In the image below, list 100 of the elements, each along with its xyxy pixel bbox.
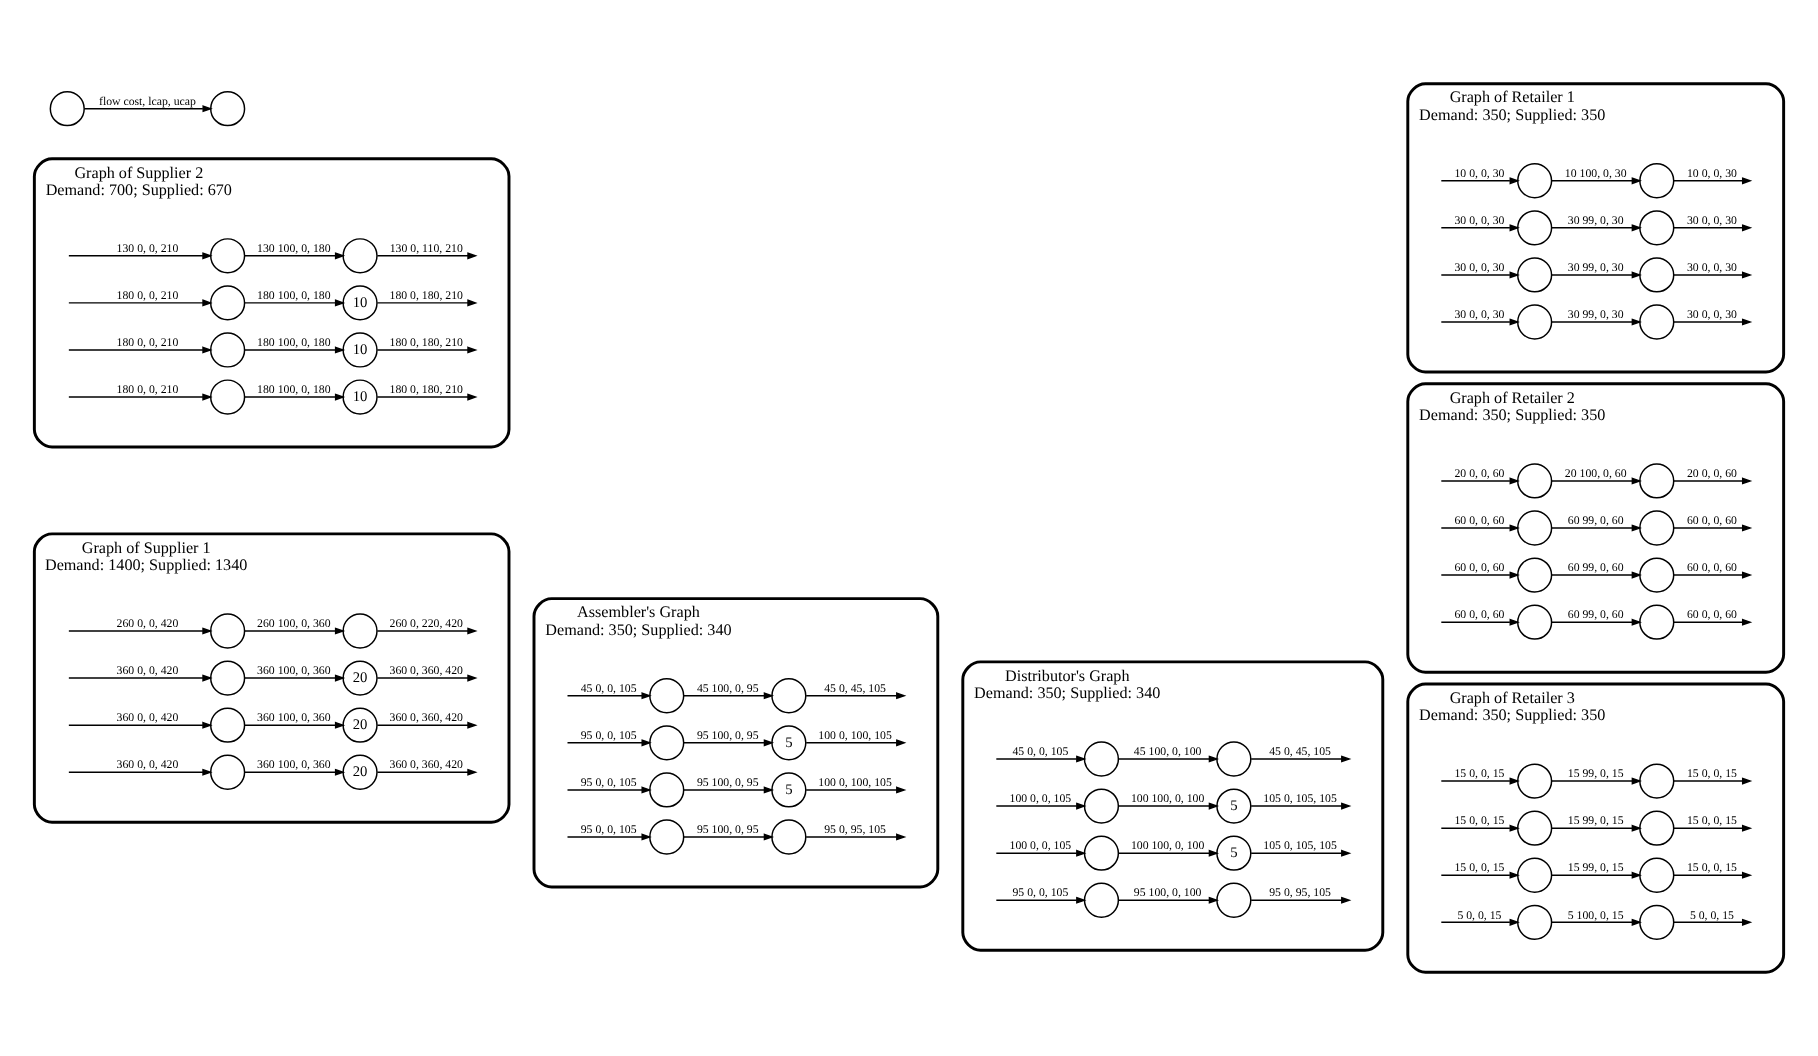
- node-circle: [1083, 741, 1120, 777]
- node-circle: [210, 613, 246, 649]
- node-circle: [1517, 257, 1553, 293]
- node-circle: [1517, 904, 1553, 940]
- arrow: [1673, 477, 1753, 485]
- arrow: [1440, 777, 1520, 785]
- node-circle: [1639, 163, 1675, 199]
- arrow: [1673, 824, 1753, 832]
- arrow: [1673, 777, 1753, 785]
- arrow: [1250, 849, 1352, 857]
- arrow: [1550, 318, 1642, 326]
- arrow: [244, 346, 346, 354]
- arrow: [376, 721, 478, 729]
- node-circle: [1639, 857, 1675, 893]
- arrow: [83, 105, 213, 113]
- arrow: [1440, 177, 1520, 185]
- node-circle: [1517, 510, 1553, 546]
- node-circle: [1216, 882, 1252, 918]
- arrow: [244, 768, 346, 776]
- arrow: [1673, 571, 1753, 579]
- node-circle: [1639, 604, 1675, 640]
- arrow: [1118, 896, 1219, 904]
- arrow: [68, 627, 213, 635]
- node-circle: 20: [342, 707, 378, 743]
- arrow: [1440, 871, 1520, 879]
- arrow: [1440, 318, 1520, 326]
- arrow: [1440, 271, 1520, 279]
- arrow: [1673, 177, 1753, 185]
- node-circle: [1083, 882, 1120, 918]
- arrow: [376, 674, 478, 682]
- arrow: [1440, 477, 1520, 485]
- arrow: [1440, 224, 1520, 232]
- arrow: [244, 252, 346, 260]
- arrow: [244, 721, 346, 729]
- node-circle: [210, 379, 246, 415]
- node-circle: [1639, 810, 1675, 846]
- arrow: [68, 768, 213, 776]
- arrow: [1250, 896, 1352, 904]
- arrow: [995, 802, 1087, 810]
- node-circle: [1639, 304, 1675, 340]
- arrow: [566, 692, 652, 700]
- node-circle: [210, 332, 246, 368]
- node-circle: [1639, 557, 1675, 593]
- node-circle: 5: [1216, 835, 1252, 871]
- arrow: [683, 692, 775, 700]
- arrow: [1673, 524, 1753, 532]
- arrow: [68, 252, 213, 260]
- node-circle: 10: [342, 285, 378, 321]
- node-circle: [1639, 763, 1675, 799]
- node-circle: [1639, 210, 1675, 246]
- node-circle: [1517, 463, 1553, 499]
- arrow: [1550, 224, 1642, 232]
- node-circle: [649, 772, 685, 808]
- arrow: [1673, 918, 1753, 926]
- node-circle: [1083, 788, 1120, 824]
- node-circle: [1083, 835, 1120, 871]
- node-circle: [1517, 604, 1553, 640]
- arrow: [683, 739, 775, 747]
- arrow: [376, 299, 478, 307]
- node-circle: [771, 819, 807, 855]
- arrow: [805, 786, 907, 794]
- arrow: [1550, 524, 1642, 532]
- arrow: [68, 674, 213, 682]
- arrow: [244, 627, 346, 635]
- node-circle: [1517, 857, 1553, 893]
- node-circle: [49, 91, 85, 127]
- arrow: [1673, 318, 1753, 326]
- arrow: [376, 393, 478, 401]
- arrow: [995, 755, 1087, 763]
- node-circle: [210, 707, 246, 743]
- arrow: [995, 896, 1087, 904]
- arrow: [1673, 271, 1753, 279]
- node-circle: [1639, 904, 1675, 940]
- arrow: [68, 721, 213, 729]
- node-circle: [210, 285, 246, 321]
- arrow: [1550, 824, 1642, 832]
- node-circle: [210, 754, 246, 790]
- arrow: [1550, 918, 1642, 926]
- arrow: [995, 849, 1087, 857]
- node-circle: [210, 660, 246, 696]
- arrow: [805, 692, 907, 700]
- node-circle: [1639, 257, 1675, 293]
- arrow: [1118, 849, 1219, 857]
- arrow: [1673, 618, 1753, 626]
- arrow: [1550, 871, 1642, 879]
- arrow: [1118, 755, 1219, 763]
- node-circle: [649, 725, 685, 761]
- arrow: [1250, 755, 1352, 763]
- node-circle: [1517, 210, 1553, 246]
- node-circle: [1517, 557, 1553, 593]
- arrow: [244, 674, 346, 682]
- arrow: [244, 393, 346, 401]
- arrow: [683, 786, 775, 794]
- arrow: [376, 346, 478, 354]
- node-circle: 20: [342, 660, 378, 696]
- arrow: [566, 833, 652, 841]
- arrow: [376, 768, 478, 776]
- arrow: [1440, 524, 1520, 532]
- arrow: [376, 252, 478, 260]
- node-circle: [649, 678, 685, 714]
